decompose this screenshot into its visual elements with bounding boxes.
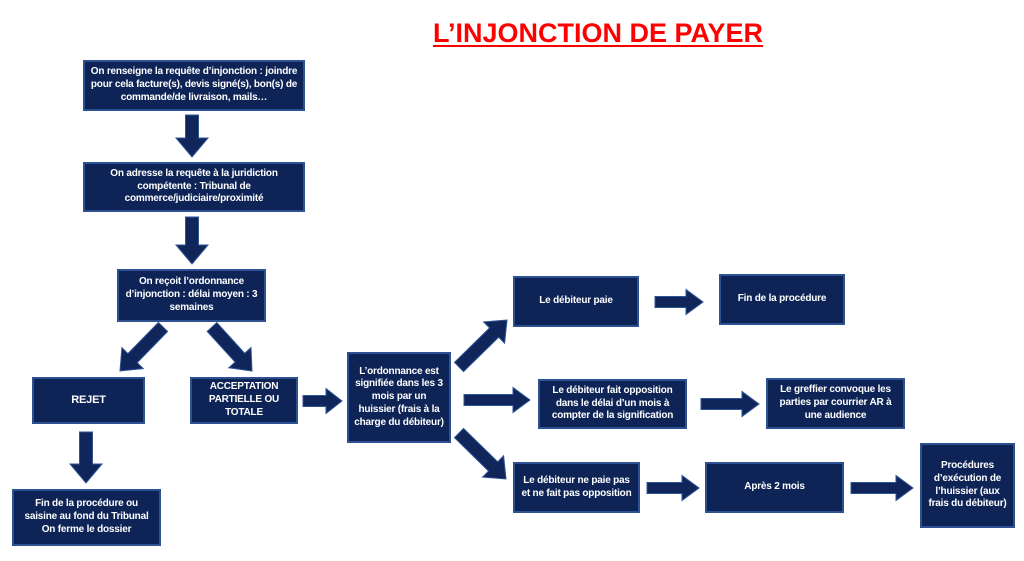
flow-node-signification: L’ordonnance est signifiée dans les 3 mo… xyxy=(347,352,451,443)
flow-node-fin-ou-saisine: Fin de la procédure ou saisine au fond d… xyxy=(12,489,161,546)
flow-node-acceptation: ACCEPTATION PARTIELLE OU TOTALE xyxy=(190,377,298,424)
flow-node-debiteur-paie: Le débiteur paie xyxy=(513,276,639,327)
flow-arrow xyxy=(850,474,914,502)
flow-arrow xyxy=(463,386,531,414)
flow-node-renseigne-requete: On renseigne la requête d’injonction : j… xyxy=(83,60,305,111)
flow-node-greffier-convoque: Le greffier convoque les parties par cou… xyxy=(766,378,905,429)
flow-node-debiteur-opposition: Le débiteur fait opposition dans le déla… xyxy=(538,379,687,429)
flow-node-apres-2-mois: Après 2 mois xyxy=(705,462,844,513)
flow-node-procedures-execution: Procédures d’exécution de l’huissier (au… xyxy=(920,443,1015,528)
flow-arrow xyxy=(453,427,507,480)
flow-arrow xyxy=(206,321,253,372)
flow-arrow xyxy=(700,390,760,418)
flow-arrow xyxy=(119,321,169,372)
flow-arrow xyxy=(174,216,210,265)
flow-node-debiteur-ne-paie-pas: Le débiteur ne paie pas et ne fait pas o… xyxy=(513,462,640,513)
flow-arrow xyxy=(302,387,343,415)
flow-arrow xyxy=(68,431,104,484)
flow-node-fin-procedure: Fin de la procédure xyxy=(719,274,845,325)
flow-node-adresse-requete: On adresse la requête à la juridiction c… xyxy=(83,162,305,212)
page-title: L’INJONCTION DE PAYER xyxy=(432,18,764,48)
flow-node-recoit-ordonnance: On reçoit l’ordonnance d’injonction : dé… xyxy=(117,269,266,322)
flow-node-rejet: REJET xyxy=(32,377,145,424)
flow-arrow xyxy=(654,288,704,316)
flow-arrow xyxy=(174,114,210,158)
flow-arrow xyxy=(453,319,508,373)
flow-arrow xyxy=(646,474,700,502)
